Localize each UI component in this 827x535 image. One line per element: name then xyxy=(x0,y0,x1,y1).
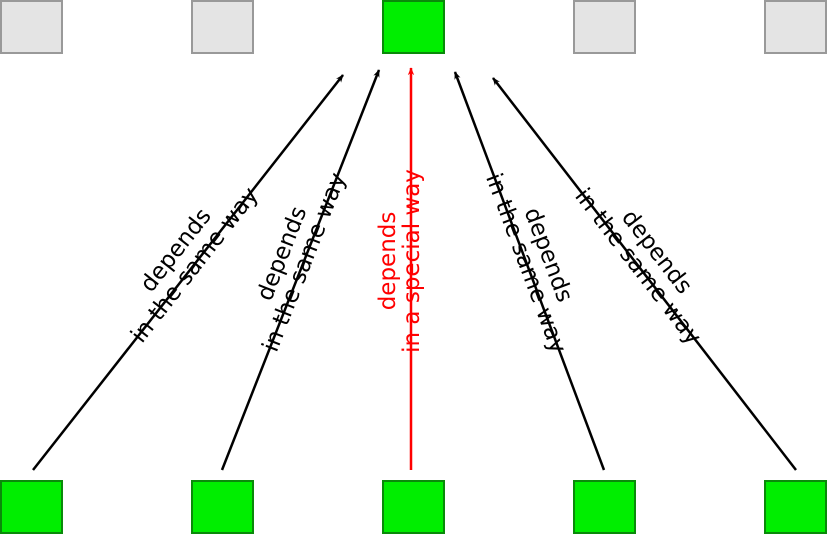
bottom-node-5 xyxy=(764,480,827,534)
top-node-1 xyxy=(0,0,63,54)
bottom-node-3 xyxy=(382,480,445,534)
top-node-5 xyxy=(764,0,827,54)
bottom-node-1 xyxy=(0,480,63,534)
top-node-3 xyxy=(382,0,445,54)
edge-arrow-1 xyxy=(32,74,344,471)
top-node-2 xyxy=(191,0,254,54)
edge-arrow-5 xyxy=(492,77,797,471)
bottom-node-4 xyxy=(573,480,636,534)
edge-arrow-4 xyxy=(453,71,606,471)
bottom-node-2 xyxy=(191,480,254,534)
edge-label-line2: in a special way xyxy=(399,169,425,353)
top-node-4 xyxy=(573,0,636,54)
edge-label-line1: depends xyxy=(375,212,401,311)
edge-arrow-2 xyxy=(220,69,381,471)
